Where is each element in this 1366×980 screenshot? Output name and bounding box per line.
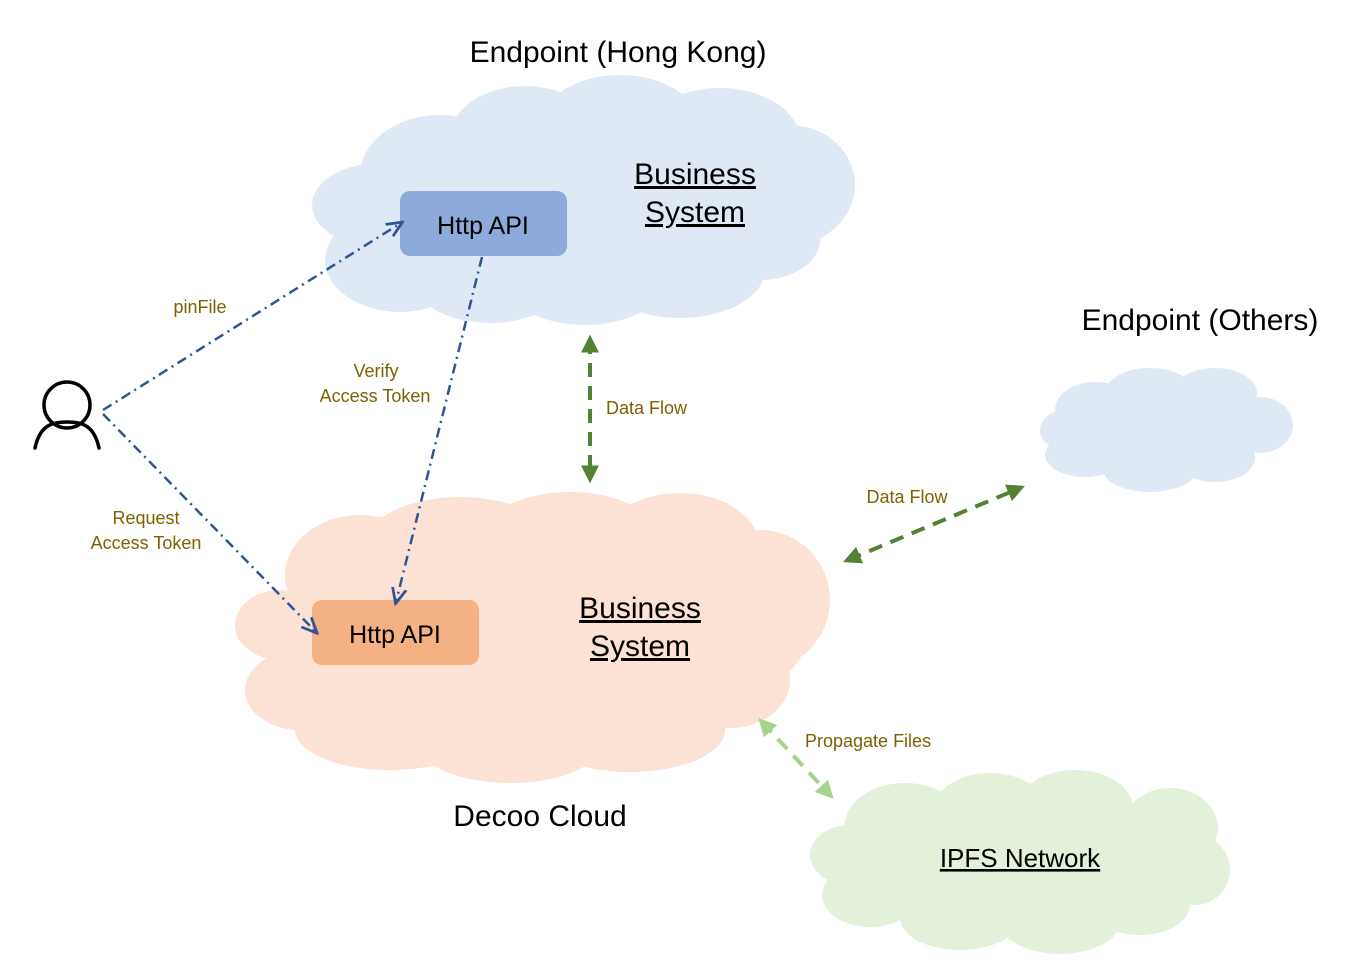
user-icon	[33, 380, 101, 450]
propagate-files-arrow	[758, 718, 834, 799]
pinfile-arrow	[102, 223, 401, 412]
ipfs-cloud	[810, 770, 1230, 954]
hk-http-api-label: Http API	[437, 212, 529, 240]
hk-business-system-line2: System	[645, 196, 745, 229]
verify-token-arrow	[396, 256, 484, 602]
decoo-business-system-line2: System	[590, 630, 690, 663]
decoo-http-api-node[interactable]: Http API	[312, 600, 479, 665]
request-label-line2: Access Token	[91, 533, 202, 553]
decoo-business-system-line1: Business	[579, 592, 701, 625]
verify-label-line1: Verify	[353, 361, 398, 381]
hk-cloud	[312, 75, 855, 325]
decoo-cloud-title: Decoo Cloud	[453, 800, 626, 833]
others-cloud	[1040, 368, 1293, 492]
data-flow-diagonal-arrow	[843, 484, 1025, 564]
hk-endpoint-title: Endpoint (Hong Kong)	[470, 36, 767, 69]
request-label-line1: Request	[112, 508, 179, 528]
data-flow-vertical-label: Data Flow	[606, 398, 688, 418]
verify-label-line2: Access Token	[320, 386, 431, 406]
propagate-files-label: Propagate Files	[805, 731, 931, 751]
decoo-http-api-label: Http API	[349, 621, 441, 649]
hk-http-api-node[interactable]: Http API	[400, 191, 567, 256]
others-endpoint-title: Endpoint (Others)	[1082, 304, 1319, 337]
ipfs-network-label: IPFS Network	[940, 843, 1101, 873]
hk-business-system-line1: Business	[634, 158, 756, 191]
data-flow-diagonal-label: Data Flow	[866, 487, 948, 507]
request-token-arrow	[102, 413, 316, 632]
pinfile-label: pinFile	[173, 297, 226, 317]
